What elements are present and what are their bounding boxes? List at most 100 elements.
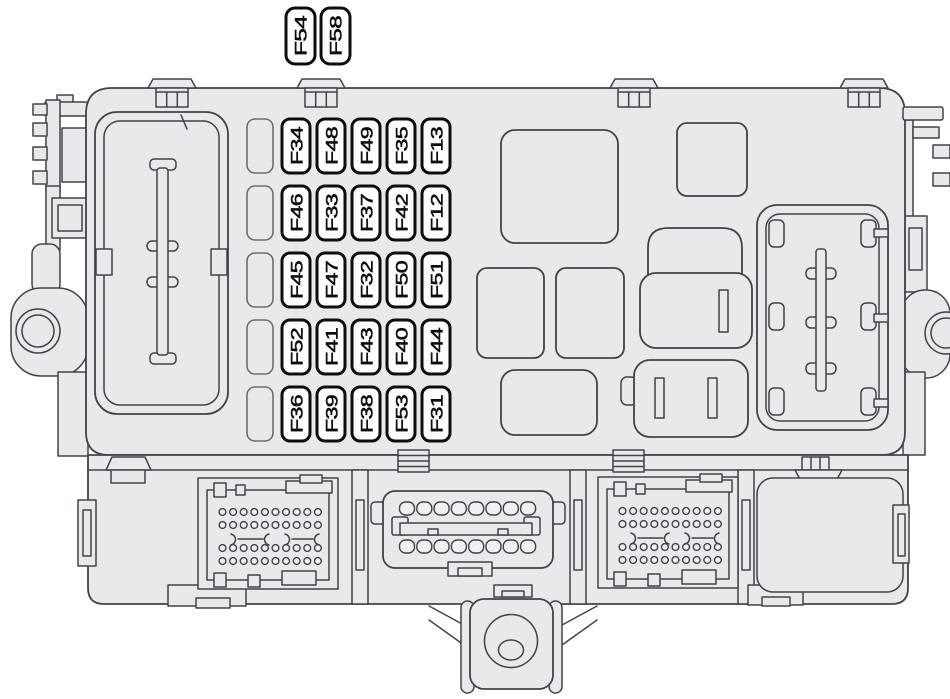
bracket-tooth: [32, 170, 48, 185]
bracket-wall: [902, 371, 926, 456]
bottom-connector-right: [597, 473, 739, 589]
bracket-wall: [57, 371, 89, 457]
relay-socket: [555, 267, 625, 359]
fuse-F47: F47: [315, 251, 347, 309]
fuse-F40: F40: [385, 318, 417, 376]
index-mark: [180, 114, 188, 130]
left-mounting-bracket: [10, 94, 89, 457]
pin-grid: [218, 507, 323, 566]
fuse-label: F47: [322, 261, 341, 299]
fuse-label: F41: [322, 328, 341, 366]
side-nub: [873, 313, 889, 323]
castellation: [213, 572, 227, 588]
castellation: [247, 574, 261, 588]
right-main-connector: [756, 204, 889, 431]
bottom-connector-center: [370, 490, 566, 577]
relay-slot: [654, 377, 665, 419]
bracket-tooth: [32, 122, 48, 137]
fuse-F41: F41: [315, 318, 347, 376]
fuse-label: F13: [427, 127, 446, 165]
key-notch: [427, 528, 439, 536]
fuse-F52: F52: [280, 318, 312, 376]
fuse-F49: F49: [350, 117, 382, 175]
bottom-connector-left: [197, 474, 339, 590]
fuse-F39: F39: [315, 385, 347, 443]
castellation: [213, 482, 227, 498]
bracket-slot: [908, 227, 923, 271]
fuse-F51: F51: [420, 251, 452, 309]
castellation: [235, 484, 246, 496]
relay-slot: [718, 289, 729, 333]
divider-slot: [741, 499, 751, 571]
fuse-label: F35: [392, 127, 411, 165]
fuse-label: F31: [427, 395, 446, 433]
left-main-connector: [94, 111, 229, 415]
top-fuses: F54 F58: [284, 6, 352, 66]
fuse-F37: F37: [350, 184, 382, 242]
edge-tab-slot: [897, 513, 906, 557]
bracket-braces: [428, 605, 598, 646]
empty-fuse-slot: [246, 319, 274, 375]
bolt-hole-inner: [930, 317, 950, 349]
fuse-F42: F42: [385, 184, 417, 242]
fuse-F43: F43: [350, 318, 382, 376]
key-notch: [497, 528, 509, 536]
fuse-label: F53: [392, 395, 411, 433]
bottom-clip-notch: [195, 597, 231, 609]
fuse-F35: F35: [385, 117, 417, 175]
divider-slot: [355, 499, 365, 571]
bracket-block: [61, 127, 89, 183]
side-nub: [873, 228, 889, 238]
fuse-F13: F13: [420, 117, 452, 175]
fuse-label: F51: [427, 261, 446, 299]
relay-body: [639, 272, 753, 349]
seam-clip-left: [105, 456, 152, 484]
castellation: [299, 474, 323, 484]
fuse-label: F58: [326, 16, 345, 56]
fuse-label: F54: [291, 16, 310, 56]
relay-dome: [647, 227, 743, 278]
fuse-F32: F32: [350, 251, 382, 309]
fuse-F54: F54: [284, 6, 317, 66]
connector-key: [805, 248, 837, 392]
seam-clip-ladder: [612, 449, 645, 473]
side-nub: [873, 398, 889, 408]
fuse-F50: F50: [385, 251, 417, 309]
connector-key: [146, 158, 179, 365]
relay-area: [476, 122, 753, 438]
fuse-label: F43: [357, 328, 376, 366]
bottom-mounting-bracket: [428, 598, 598, 694]
corner-tab: [768, 219, 785, 248]
fuse-F48: F48: [315, 117, 347, 175]
fuse-F58: F58: [319, 6, 352, 66]
relay-slot: [707, 377, 718, 419]
empty-fuse-slots: [246, 118, 274, 442]
bracket-spine: [45, 99, 61, 193]
fuse-label: F48: [322, 127, 341, 165]
key-bar: [399, 522, 533, 536]
castellation: [281, 570, 317, 586]
fuse-F44: F44: [420, 318, 452, 376]
side-notch: [210, 248, 228, 276]
bracket-tab: [912, 126, 940, 139]
empty-fuse-slot: [246, 118, 274, 174]
right-mounting-bracket: [900, 119, 950, 456]
bottom-panel-right: [756, 477, 910, 593]
relay-socket-small: [676, 122, 748, 197]
bottom-tab-notch: [457, 567, 483, 577]
fuse-F12: F12: [420, 184, 452, 242]
grommet-inner: [497, 639, 525, 661]
empty-fuse-slot: [246, 252, 274, 308]
divider-slot: [573, 499, 583, 571]
fuse-label: F40: [392, 328, 411, 366]
relay-socket: [476, 267, 545, 359]
fuse-F36: F36: [280, 385, 312, 443]
fuse-F34: F34: [280, 117, 312, 175]
fuse-label: F45: [287, 261, 306, 299]
seam-clip-ladder: [397, 449, 430, 473]
fuse-label: F33: [322, 194, 341, 232]
fuse-F31: F31: [420, 385, 452, 443]
